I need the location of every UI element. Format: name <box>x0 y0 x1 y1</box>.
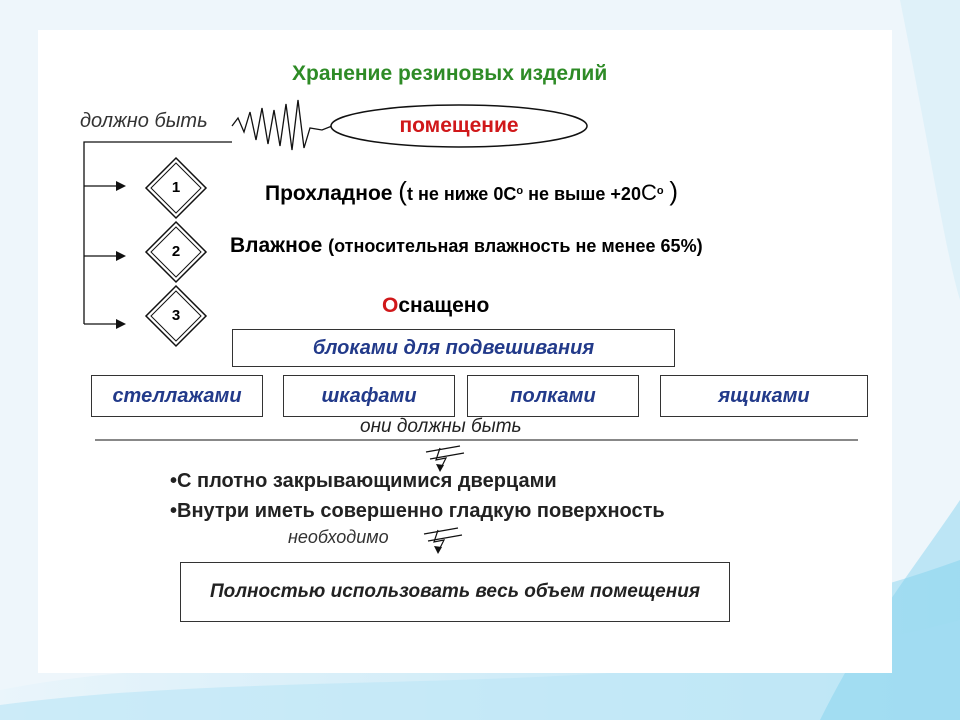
requirement-equipped: Оснащено <box>382 294 489 318</box>
must-be-label: должно быть <box>80 110 208 132</box>
equipped-rest: снащено <box>398 294 490 317</box>
diamond-1 <box>144 156 208 220</box>
cool-detail-2: не выше +20 <box>523 184 641 204</box>
shelves-box: полками <box>467 375 639 417</box>
requirement-humid: Влажное (относительная влажность не мене… <box>230 234 703 258</box>
zigzag-connector <box>231 99 333 151</box>
arrow-3 <box>116 319 126 329</box>
final-box: Полностью использовать весь объем помеще… <box>180 562 730 622</box>
requirement-cool: Прохладное (t не ниже 0Сo не выше +20Сo … <box>265 176 678 207</box>
equipped-first-letter: О <box>382 294 399 317</box>
lightning-arrow-1 <box>425 445 465 471</box>
necessary-label: необходимо <box>288 527 389 547</box>
drawers-box: ящиками <box>660 375 868 417</box>
cool-open-paren: ( <box>398 176 407 206</box>
humid-detail: (относительная влажность не менее 65%) <box>328 236 703 256</box>
cool-unit: С <box>640 180 657 205</box>
arrow-2 <box>116 251 126 261</box>
diamond-3 <box>144 284 208 348</box>
cool-detail: t не ниже 0С <box>406 184 517 204</box>
requirement-number-1: 1 <box>171 179 181 196</box>
arrow-1 <box>116 181 126 191</box>
humid-main: Влажное <box>230 234 329 257</box>
room-ellipse <box>330 104 588 148</box>
diamond-2 <box>144 220 208 284</box>
diagram-title: Хранение резиновых изделий <box>292 62 608 85</box>
they-must-label: они должны быть <box>360 416 522 437</box>
bullet-doors: •С плотно закрывающимися дверцами <box>170 470 557 492</box>
requirement-number-2: 2 <box>171 243 181 260</box>
requirement-number-3: 3 <box>171 307 181 324</box>
cool-close-paren: ) <box>669 176 679 206</box>
racks-box: стеллажами <box>91 375 263 417</box>
lightning-arrow-2 <box>423 527 463 553</box>
blocks-box: блоками для подвешивания <box>232 329 675 367</box>
bullet-smooth-surface: •Внутри иметь совершенно гладкую поверхн… <box>170 500 665 522</box>
left-bracket <box>83 141 232 324</box>
cool-degree: o <box>516 185 524 197</box>
cool-main: Прохладное <box>265 182 393 205</box>
cabinets-box: шкафами <box>283 375 455 417</box>
cool-degree-2: o <box>656 185 664 197</box>
room-label: помещение <box>399 114 519 137</box>
